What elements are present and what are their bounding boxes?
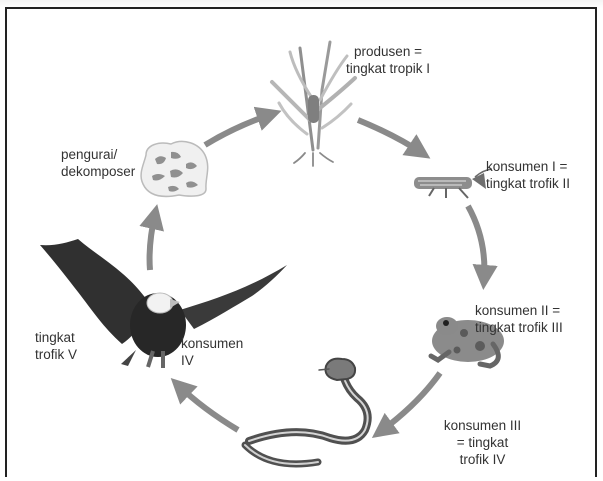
- grasshopper-icon: [414, 169, 492, 198]
- arrow-grasshopper-to-frog: [468, 206, 484, 280]
- label-konsumen-2: konsumen II = tingkat trofik III: [475, 302, 563, 336]
- label-pengurai: pengurai/ dekomposer: [61, 146, 135, 180]
- arrow-eagle-to-decomposer: [150, 214, 155, 270]
- arrow-decomposer-to-plant: [205, 114, 272, 145]
- arrow-frog-to-snake: [380, 373, 440, 432]
- arrow-snake-to-eagle: [178, 385, 238, 430]
- eagle-icon: [40, 239, 287, 368]
- snake-icon: [245, 359, 368, 464]
- arrow-plant-to-grasshopper: [358, 120, 422, 153]
- label-konsumen-1: konsumen I = tingkat trofik II: [486, 158, 570, 192]
- label-konsumen-3: konsumen III = tingkat trofik IV: [439, 417, 526, 468]
- label-konsumen-4: konsumen IV: [181, 335, 243, 369]
- label-produsen: produsen = tingkat tropik I: [334, 43, 442, 77]
- label-trofik-5: tingkat trofik V: [35, 329, 77, 363]
- decomposer-icon: [141, 141, 208, 196]
